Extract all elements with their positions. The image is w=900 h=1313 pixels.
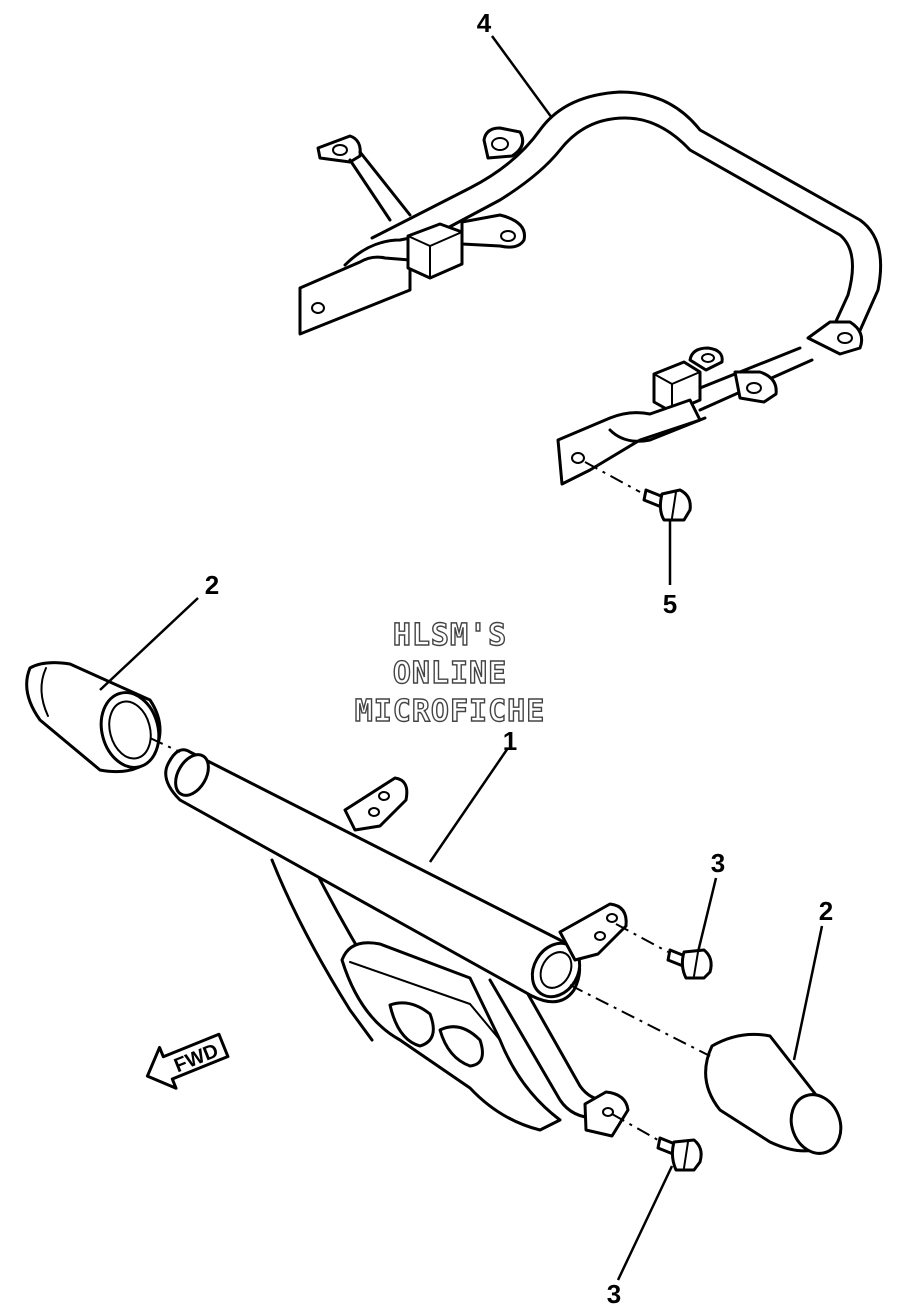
leader-line-3-lower <box>616 1165 674 1281</box>
watermark-line-1: HLSM'S <box>393 618 507 653</box>
callout-2-left: 2 <box>205 570 219 600</box>
leader-line-2-left <box>99 597 199 691</box>
leader-line-2-right <box>792 925 824 1061</box>
leader-line-1 <box>428 747 510 863</box>
leader-line-4 <box>490 35 554 119</box>
callout-2-right: 2 <box>819 896 833 926</box>
forward-direction-arrow: FWD <box>145 1032 230 1090</box>
part-3-upper-bolt <box>615 923 713 980</box>
watermark-line-2: ONLINE <box>393 656 507 691</box>
leader-line-3-upper <box>696 877 718 953</box>
part-5-bolt <box>584 461 692 522</box>
callout-3-lower: 3 <box>607 1279 621 1309</box>
center-line-right <box>569 984 711 1057</box>
part-3-lower-bolt <box>611 1113 703 1172</box>
callout-3-upper: 3 <box>711 848 725 878</box>
part-1-engine-guard <box>164 748 630 1138</box>
watermark: HLSM'S ONLINE MICROFICHE <box>354 617 546 729</box>
center-line-left <box>149 737 181 753</box>
callout-4: 4 <box>477 8 492 38</box>
part-2-left-end-cap <box>25 661 162 774</box>
callout-5: 5 <box>663 589 677 619</box>
watermark-line-3: MICROFICHE <box>355 694 546 729</box>
part-2-right-end-cap <box>704 1032 843 1155</box>
part-4-rear-frame <box>298 90 883 486</box>
callout-1: 1 <box>503 726 517 756</box>
